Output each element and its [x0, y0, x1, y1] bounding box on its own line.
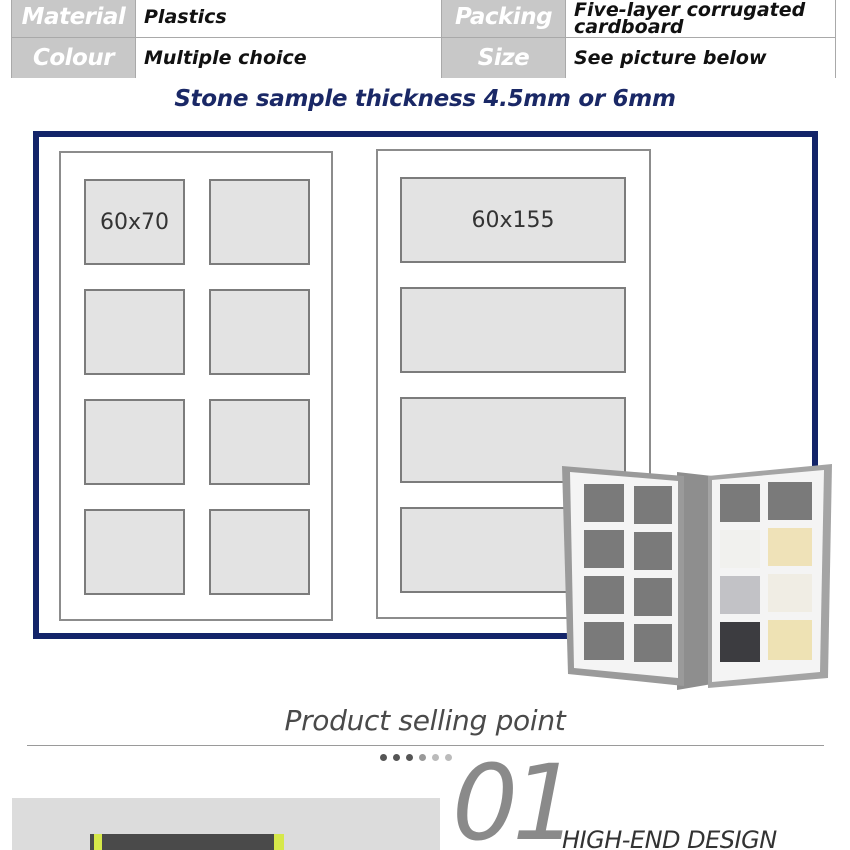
large-slot: 60x155 [400, 177, 626, 263]
large-slot [400, 287, 626, 373]
colour-label: Colour [12, 38, 136, 78]
size-label: Size [442, 38, 566, 78]
small-slot-label: 60x70 [99, 209, 169, 235]
material-label: Material [12, 0, 136, 38]
product-body [90, 834, 282, 850]
left-panel: 60x70 [59, 151, 333, 621]
small-slot [84, 399, 185, 485]
pagination-dot [406, 754, 413, 761]
small-slot [209, 509, 310, 595]
sample-book-photo [562, 464, 832, 690]
selling-point-title: Product selling point [284, 704, 566, 737]
section-divider [27, 745, 824, 746]
pagination-dot [380, 754, 387, 761]
small-slot [209, 289, 310, 375]
pagination-dot [445, 754, 452, 761]
pagination-dot [419, 754, 426, 761]
packing-label: Packing [442, 0, 566, 38]
spec-table: Material Plastics Packing Five-layer cor… [11, 0, 836, 78]
feature-title: HIGH-END DESIGN [562, 826, 777, 850]
packing-value-line2: cardboard [574, 16, 684, 38]
material-value: Plastics [136, 0, 442, 38]
small-slot [209, 179, 310, 265]
packing-value-line1: Five-layer corrugated [574, 0, 806, 21]
size-value: See picture below [566, 38, 835, 78]
pagination-dot [393, 754, 400, 761]
small-slot [84, 289, 185, 375]
small-slot [84, 509, 185, 595]
product-image [12, 798, 440, 850]
small-slot: 60x70 [84, 179, 185, 265]
product-accent-right [274, 834, 284, 850]
thickness-heading: Stone sample thickness 4.5mm or 6mm [174, 86, 676, 112]
left-cover-slots [584, 484, 672, 662]
pagination-dot [432, 754, 439, 761]
colour-value: Multiple choice [136, 38, 442, 78]
product-accent-left [94, 834, 102, 850]
large-slot-label: 60x155 [471, 207, 555, 233]
packing-value: Five-layer corrugated cardboard [566, 0, 835, 38]
small-slot [209, 399, 310, 485]
pagination-dots [380, 754, 452, 761]
feature-number: 01 [452, 742, 578, 850]
right-panel: 60x155 [376, 149, 651, 619]
